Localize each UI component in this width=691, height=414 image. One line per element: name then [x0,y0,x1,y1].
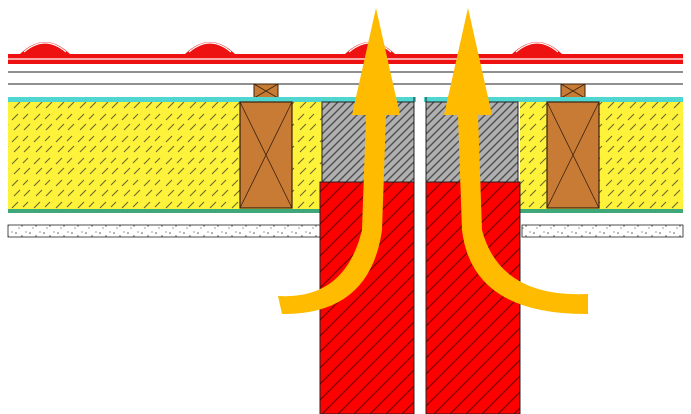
rafter-right-cross [546,101,600,209]
counter-batten-left-cross [253,83,279,99]
roof-tile-roll-highlight [23,42,67,53]
counter-battens [253,83,586,99]
roof-tile-roll [512,42,562,54]
airflow-arrow-left-shape [278,8,400,315]
breather-membrane [8,97,683,102]
airflow-arrow-right-shape [444,8,588,315]
rafter-left [239,101,293,209]
counter-batten-right-cross [560,83,586,99]
vapour-layer-right [520,209,683,213]
chimney-gap [413,97,427,414]
airflow-arrow-right [444,8,588,315]
airflow-arrow-left [278,8,400,315]
roof-tile-roll-highlight [515,42,559,53]
rafter-right [546,101,600,209]
roof-tile-roll [20,42,70,54]
roof-tile-roll [185,42,235,54]
membrane-left [8,97,416,102]
membrane-right [424,97,683,102]
vapour-control-layer [8,209,683,213]
plaster-right [521,224,684,238]
insulation-right [520,102,683,210]
roof-battens [8,71,683,85]
rafter-left-cross [239,101,293,209]
plaster-left [7,224,321,238]
vapour-layer-left [8,209,322,213]
roof-tile-roll-highlight [188,42,232,53]
roof-tiles [8,42,683,64]
